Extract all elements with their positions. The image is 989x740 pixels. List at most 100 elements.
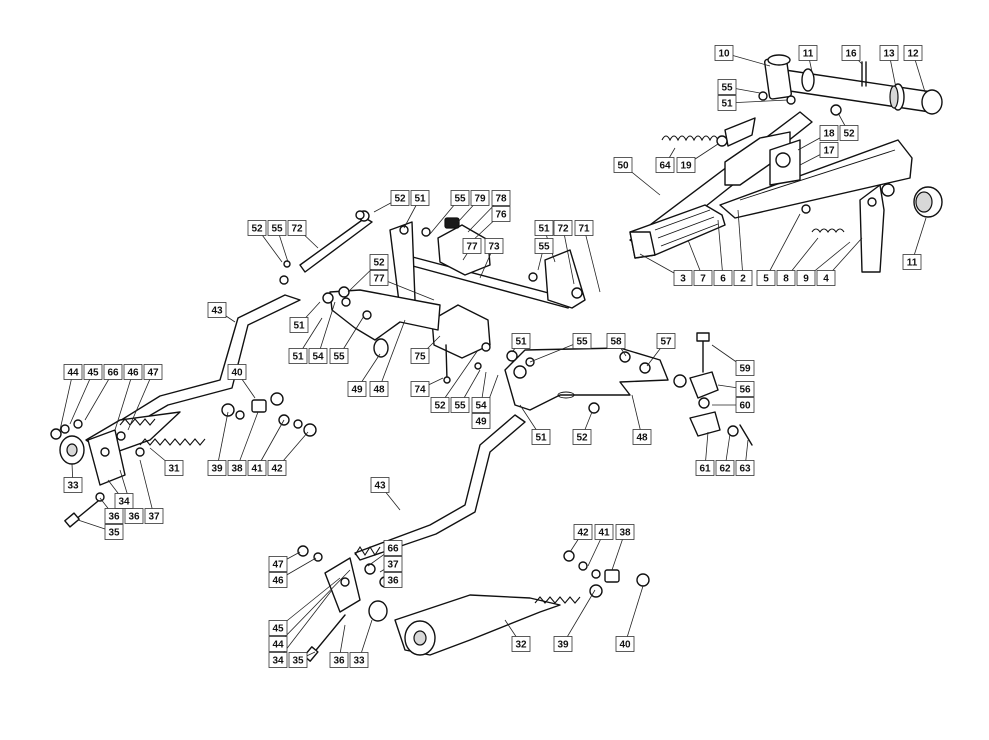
callout-number: 33 [67, 481, 79, 492]
callout-72: 72 [287, 220, 307, 236]
callout-number: 51 [721, 99, 733, 110]
callout-47: 47 [268, 556, 288, 572]
callout-36: 36 [104, 508, 124, 524]
callout-44: 44 [268, 636, 288, 652]
callout-number: 31 [168, 464, 180, 475]
callout-64: 64 [655, 157, 675, 173]
callout-19: 19 [676, 157, 696, 173]
leader-line-c66a [84, 371, 114, 421]
leader-line-c47a [127, 371, 154, 431]
callout-6: 6 [713, 270, 733, 286]
callout-51: 51 [534, 220, 554, 236]
callout-box [756, 270, 776, 286]
callout-box [369, 381, 389, 397]
callout-box [615, 524, 635, 540]
callout-number: 46 [272, 576, 284, 587]
callout-8: 8 [776, 270, 796, 286]
callout-box [713, 270, 733, 286]
callout-42: 42 [267, 460, 287, 476]
callout-3: 3 [673, 270, 693, 286]
callout-78: 78 [491, 190, 511, 206]
callout-number: 48 [636, 433, 648, 444]
callout-box [370, 477, 390, 493]
callout-13: 13 [879, 45, 899, 61]
callout-number: 42 [577, 528, 589, 539]
callout-number: 37 [148, 512, 160, 523]
callout-box [369, 254, 389, 270]
callout-box [288, 652, 308, 668]
leader-line-c39b [562, 589, 596, 645]
callout-52: 52 [390, 190, 410, 206]
callout-51: 51 [531, 429, 551, 445]
callout-number: 19 [680, 161, 692, 172]
callout-74: 74 [410, 381, 430, 397]
callout-number: 52 [576, 433, 588, 444]
pedal [629, 204, 726, 259]
callout-55: 55 [572, 333, 592, 349]
callout-number: 62 [719, 464, 731, 475]
callout-box [369, 270, 389, 286]
leader-line-c41a [256, 419, 285, 469]
callout-box [410, 348, 430, 364]
callout-4: 4 [816, 270, 836, 286]
callout-number: 73 [488, 242, 500, 253]
callout-number: 51 [292, 352, 304, 363]
callout-52: 52 [369, 254, 389, 270]
callout-51: 51 [717, 95, 737, 111]
callout-number: 55 [538, 242, 550, 253]
callout-number: 54 [312, 352, 324, 363]
callout-box [268, 620, 288, 636]
callout-number: 33 [353, 656, 365, 667]
callout-number: 51 [538, 224, 550, 235]
callout-box [227, 460, 247, 476]
callout-box [491, 190, 511, 206]
leader-line-c71 [583, 227, 601, 293]
callout-box [103, 364, 123, 380]
callout-76: 76 [491, 206, 511, 222]
callout-box [776, 270, 796, 286]
callout-number: 39 [211, 464, 223, 475]
lower-rod-linkage [297, 414, 650, 662]
callout-number: 61 [699, 464, 711, 475]
callout-box [383, 556, 403, 572]
callout-10: 10 [714, 45, 734, 61]
callout-55: 55 [329, 348, 349, 364]
callout-number: 49 [351, 385, 363, 396]
callout-51: 51 [288, 348, 308, 364]
callout-number: 44 [272, 640, 284, 651]
callout-number: 6 [720, 274, 726, 285]
leader-line-c44b [277, 569, 351, 645]
callout-box [247, 220, 267, 236]
callout-40: 40 [615, 636, 635, 652]
callout-box [819, 142, 839, 158]
callout-54: 54 [308, 348, 328, 364]
callout-55: 55 [717, 79, 737, 95]
callout-number: 51 [293, 321, 305, 332]
callout-79: 79 [470, 190, 490, 206]
callout-number: 55 [333, 352, 345, 363]
callout-40: 40 [227, 364, 247, 380]
callout-number: 11 [907, 258, 918, 269]
callout-75: 75 [410, 348, 430, 364]
callout-55: 55 [534, 238, 554, 254]
callout-number: 43 [211, 306, 223, 317]
callout-number: 72 [291, 224, 303, 235]
callout-number: 3 [680, 274, 686, 285]
callout-number: 39 [557, 640, 569, 651]
callout-number: 55 [271, 224, 283, 235]
callout-number: 55 [454, 194, 466, 205]
callout-61: 61 [695, 460, 715, 476]
callout-box [63, 364, 83, 380]
callout-box [484, 238, 504, 254]
callout-box [207, 460, 227, 476]
callout-51: 51 [511, 333, 531, 349]
callout-33: 33 [349, 652, 369, 668]
callout-box [841, 45, 861, 61]
callout-box [798, 45, 818, 61]
callout-52: 52 [430, 397, 450, 413]
callout-number: 41 [251, 464, 263, 475]
callout-number: 51 [535, 433, 547, 444]
callout-box [735, 360, 755, 376]
callout-number: 52 [394, 194, 406, 205]
